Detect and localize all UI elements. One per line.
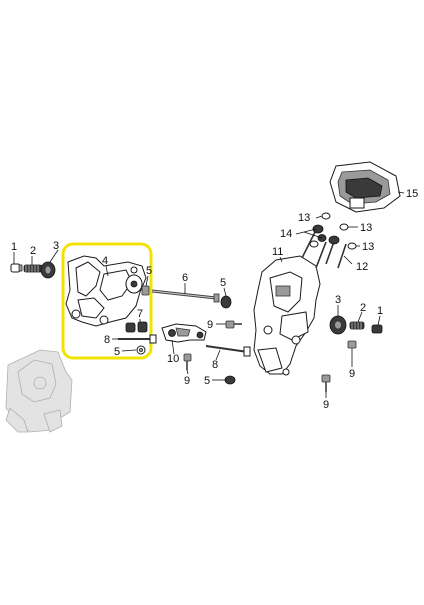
- part-2-left-spring: [23, 264, 43, 273]
- part-7-spacer: [125, 321, 148, 333]
- callout-5-left: 5: [114, 346, 120, 358]
- part-12-studs: [301, 229, 347, 269]
- callout-9-c: 9: [349, 368, 355, 380]
- callout-11: 11: [272, 246, 283, 258]
- part-5-top-nut: [141, 285, 150, 296]
- part-9-a-bolt: [183, 353, 192, 370]
- callout-7: 7: [137, 308, 143, 320]
- part-1-left-bolt: [10, 263, 23, 273]
- callout-5-mid: 5: [204, 375, 210, 387]
- part-5-right-nut: [220, 295, 232, 309]
- part-15-instrument-cluster: [329, 161, 401, 213]
- part-11-housing: [253, 255, 321, 376]
- callout-14: 14: [280, 228, 292, 240]
- callout-15: 15: [406, 188, 418, 200]
- callout-9-d: 9: [323, 399, 329, 411]
- part-10-link-arm: [161, 323, 207, 343]
- highlight-box: [61, 242, 153, 360]
- part-8-mid-bolt: [205, 345, 251, 357]
- callout-2-left: 2: [30, 245, 36, 257]
- callout-8-left: 8: [104, 334, 110, 346]
- callout-3-left: 3: [53, 240, 59, 252]
- callout-2-right: 2: [360, 302, 366, 314]
- callout-labels: 1 2 3 4 5 6 7 8 5 10 9 5 8 9 5 11 3 2 1 …: [11, 188, 418, 411]
- assembly-thumbnail: [5, 349, 73, 433]
- part-3-left-bushing: [40, 261, 56, 279]
- part-1-right-bolt: [371, 324, 383, 334]
- callout-13-a: 13: [298, 212, 310, 224]
- callout-8-mid: 8: [212, 359, 218, 371]
- callout-6: 6: [182, 272, 188, 284]
- callout-5-right: 5: [220, 277, 226, 289]
- callout-9-b: 9: [207, 319, 213, 331]
- part-14-grommets: [312, 224, 340, 245]
- part-8-left-bolt: [118, 334, 157, 344]
- part-9-c-bolt: [347, 340, 357, 349]
- part-4-mount-bracket: [65, 255, 147, 327]
- part-9-d-bolt: [321, 374, 331, 392]
- part-6-shaft: [151, 289, 220, 303]
- leader-lines: [13, 191, 405, 398]
- part-5-mid-nut: [224, 375, 236, 385]
- callout-4: 4: [102, 255, 108, 267]
- callout-1-left: 1: [11, 241, 17, 253]
- callout-10: 10: [167, 353, 179, 365]
- callout-9-a: 9: [184, 375, 190, 387]
- part-5-left-nut: [136, 345, 146, 355]
- part-9-b-bolt: [225, 320, 242, 329]
- callout-13-c: 13: [362, 241, 374, 253]
- callout-3-right: 3: [335, 294, 341, 306]
- callout-5-top: 5: [146, 265, 152, 277]
- part-3-right-bushing: [329, 315, 347, 335]
- part-2-right-spring: [349, 321, 365, 330]
- callout-1-right: 1: [377, 305, 383, 317]
- callout-12: 12: [356, 261, 368, 273]
- callout-13-b: 13: [360, 222, 372, 234]
